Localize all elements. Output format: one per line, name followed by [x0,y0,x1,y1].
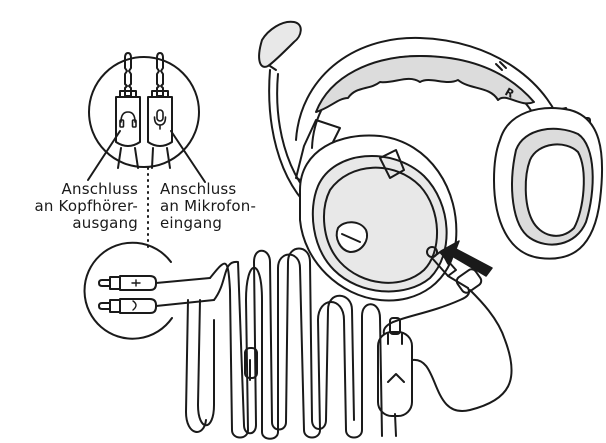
microphone-plug [148,53,172,168]
headphone-icon [120,112,136,127]
headphone-small-icon [133,301,136,310]
headphone-pointer-line [88,131,120,180]
label-mic-line1: Anschluss [160,181,256,198]
microphone-icon [155,110,166,129]
mic-pivot [337,222,367,252]
label-headphone-output: Anschluss an Kopfhörer- ausgang [18,181,138,232]
label-mic-line2: an Mikrofon- [160,198,256,215]
plugs-callout-lower [85,243,214,339]
plug-detail-callout [88,53,205,182]
label-headphone-line2: an Kopfhörer- [18,198,138,215]
mic-foam [259,22,301,67]
callout-circle [89,57,199,167]
volume-chevron-icon [388,374,404,382]
label-microphone-input: Anschluss an Mikrofon- eingang [160,181,256,232]
label-headphone-line1: Anschluss [18,181,138,198]
label-mic-line3: eingang [160,215,256,232]
mic-small-icon [132,280,140,286]
headphone-plug [116,53,140,168]
label-headphone-line3: ausgang [18,215,138,232]
